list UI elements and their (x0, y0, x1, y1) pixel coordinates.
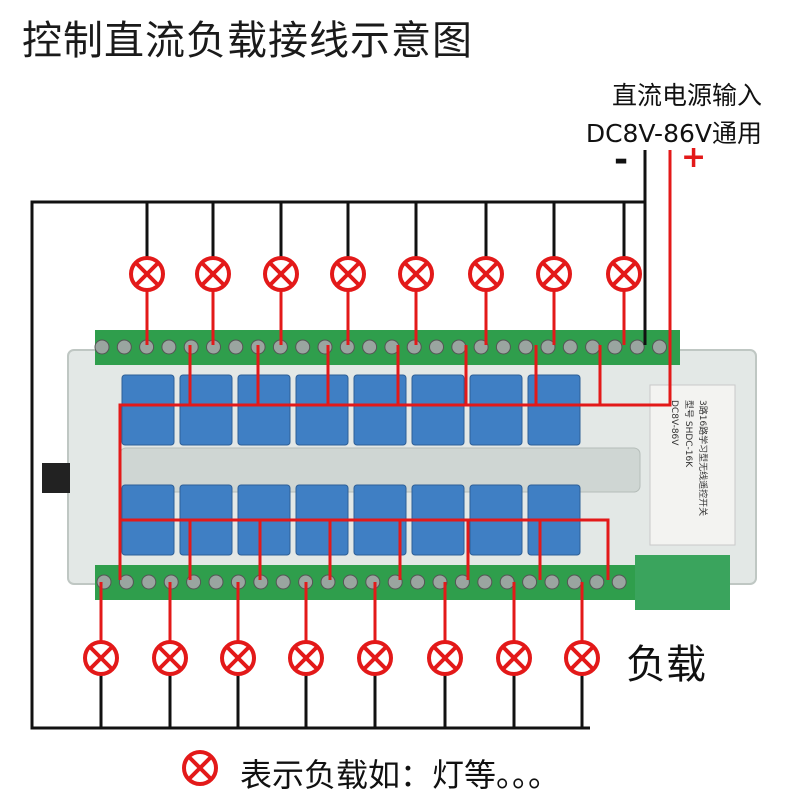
legend-text: 表示负载如：灯等。。。 (240, 756, 561, 794)
terminal-screw (477, 574, 493, 590)
terminal-screw (522, 574, 538, 590)
terminal-screw (208, 574, 224, 590)
terminal-screw (342, 574, 358, 590)
terminal-screw (562, 339, 578, 355)
terminal-screw (611, 574, 627, 590)
load-icon (606, 256, 642, 292)
power-input-label: 直流电源输入 (611, 81, 762, 110)
terminal-screw (96, 574, 112, 590)
terminal-screw (94, 339, 110, 355)
pcb-corner (635, 555, 730, 610)
load-icon (427, 640, 463, 676)
positive-terminal-label: + (681, 140, 707, 175)
terminal-screw (406, 339, 422, 355)
negative-bus-wire (30, 150, 647, 730)
relay (237, 374, 291, 446)
board-label-sticker (649, 384, 736, 546)
load-icon (83, 640, 119, 676)
load-icon (152, 640, 188, 676)
load-label: 负载 (626, 642, 706, 688)
terminal-screw (320, 574, 336, 590)
negative-terminal-label: - (614, 140, 629, 180)
relay (295, 374, 349, 446)
terminal-screw (566, 574, 582, 590)
load-icon (129, 256, 165, 292)
load-icon (195, 256, 231, 292)
board-label-line: 型号 SHDC-16K (683, 400, 694, 468)
wires (30, 150, 672, 730)
load-icon (496, 640, 532, 676)
relay (527, 374, 581, 446)
terminal-screw (652, 339, 667, 355)
terminal-screw (495, 339, 511, 355)
terminal-screw (317, 339, 333, 355)
load-icon (330, 256, 366, 292)
load-icon (468, 256, 504, 292)
terminal-screw (295, 339, 311, 355)
terminal-screw (540, 339, 556, 355)
terminal-screw (141, 574, 157, 590)
relay (411, 374, 465, 446)
terminal-screw (585, 339, 601, 355)
legend-load-icon (182, 750, 218, 786)
board-label-line: DC8V-86V (669, 400, 679, 446)
terminal-screw (629, 339, 645, 355)
diagram-title: 控制直流负载接线示意图 (22, 18, 473, 64)
terminal-screw (410, 574, 426, 590)
terminal-screw (518, 339, 534, 355)
load-icon (398, 256, 434, 292)
terminal-screw (275, 574, 291, 590)
positive-bus-wire (118, 150, 672, 580)
terminal-screw (429, 339, 444, 355)
terminal-screw (451, 339, 467, 355)
terminal-screw (362, 339, 378, 355)
board-label-line: 3路16路学习型无线遥控开关 (697, 400, 709, 516)
load-icon (263, 256, 299, 292)
terminal-screw (161, 339, 177, 355)
antenna-icon (42, 463, 70, 493)
terminal-screw (589, 574, 605, 590)
load-symbols (83, 256, 642, 676)
relay (469, 374, 523, 446)
terminal-screw (116, 339, 132, 355)
load-icon (220, 640, 256, 676)
load-icon (288, 640, 324, 676)
terminal-screw (365, 574, 381, 590)
load-icon (564, 640, 600, 676)
power-voltage-label: DC8V-86V通用 (585, 119, 762, 148)
terminal-screw (544, 574, 560, 590)
terminal-screw (607, 339, 623, 355)
positive-bus-wire (120, 518, 610, 580)
terminal-screw (118, 574, 134, 590)
terminal-screw (228, 339, 244, 355)
terminal-screw (454, 574, 470, 590)
relay (121, 374, 175, 446)
terminal-screws (94, 339, 667, 590)
load-icon (536, 256, 572, 292)
load-icon (357, 640, 393, 676)
relay (179, 374, 233, 446)
terminal-screw (499, 574, 515, 590)
relay (353, 374, 407, 446)
